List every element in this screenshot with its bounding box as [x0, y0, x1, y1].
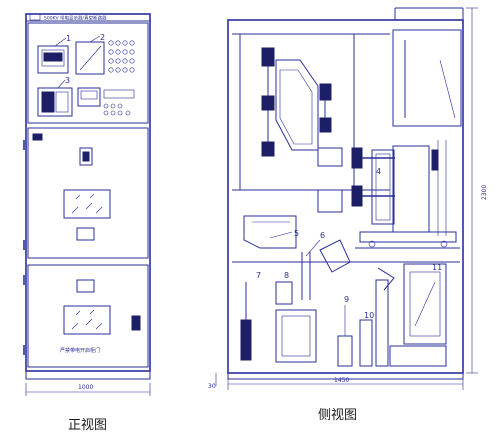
side-instrument-box	[392, 29, 462, 127]
front-callout-1: 1	[66, 34, 71, 43]
side-callout-9: 9	[344, 295, 349, 304]
cable-door	[27, 264, 149, 368]
side-callout-11: 11	[432, 263, 442, 272]
side-callout-5: 5	[294, 229, 299, 238]
front-width-dimension: 1000	[78, 384, 93, 391]
side-callout-4: 4	[376, 167, 381, 176]
protection-unit-3	[37, 87, 73, 117]
side-base	[227, 372, 464, 380]
side-base-dimension: 30	[208, 383, 216, 390]
component-11	[403, 263, 447, 345]
vacuum-breaker-4	[392, 145, 430, 233]
cable-nameplate	[76, 279, 95, 293]
side-cabinet-outline	[227, 19, 464, 374]
cable-window	[63, 305, 111, 335]
front-callout-3: 3	[65, 76, 70, 85]
current-transformer-5	[243, 215, 297, 249]
nameplate	[76, 227, 95, 241]
busbar-insulators	[261, 47, 332, 157]
component-9	[337, 335, 353, 367]
front-callout-2: 2	[100, 33, 105, 42]
side-height-dimension: 2300	[481, 185, 488, 200]
breaker-truck	[359, 231, 457, 243]
component-8	[275, 281, 293, 305]
side-view: 4 5 6 7 8 9 10	[208, 7, 488, 390]
instrument-compartment	[27, 22, 149, 124]
relay-panel-2	[75, 41, 105, 75]
observation-window	[63, 189, 111, 219]
button-grid	[108, 40, 135, 73]
door-warning-text: 严禁带电开启柜门	[60, 347, 100, 354]
front-view-caption: 正视图	[68, 418, 107, 433]
front-base	[25, 370, 151, 380]
side-view-caption: 侧视图	[318, 408, 357, 423]
earthing-switch-6	[319, 239, 351, 273]
front-cabinet-outline	[25, 13, 151, 372]
front-view: 500KV 带电显示器/真空断路器 1 2 3	[23, 13, 151, 396]
viewing-window-small	[79, 147, 93, 166]
side-callout-8: 8	[284, 271, 289, 280]
upper-contact	[317, 147, 343, 167]
meter-1	[37, 45, 69, 74]
display-unit	[77, 87, 101, 107]
side-callout-7: 7	[256, 271, 261, 280]
side-depth-dimension: 1450	[334, 377, 349, 384]
cable-box	[275, 309, 317, 363]
door-handle	[131, 315, 141, 331]
lower-contact	[317, 189, 343, 213]
side-callout-6: 6	[320, 231, 325, 240]
surge-arrester-7	[240, 319, 252, 361]
side-callout-10: 10	[364, 311, 374, 320]
front-header-text: 500KV 带电显示器/真空断路器	[44, 15, 107, 22]
component-10	[359, 319, 373, 367]
